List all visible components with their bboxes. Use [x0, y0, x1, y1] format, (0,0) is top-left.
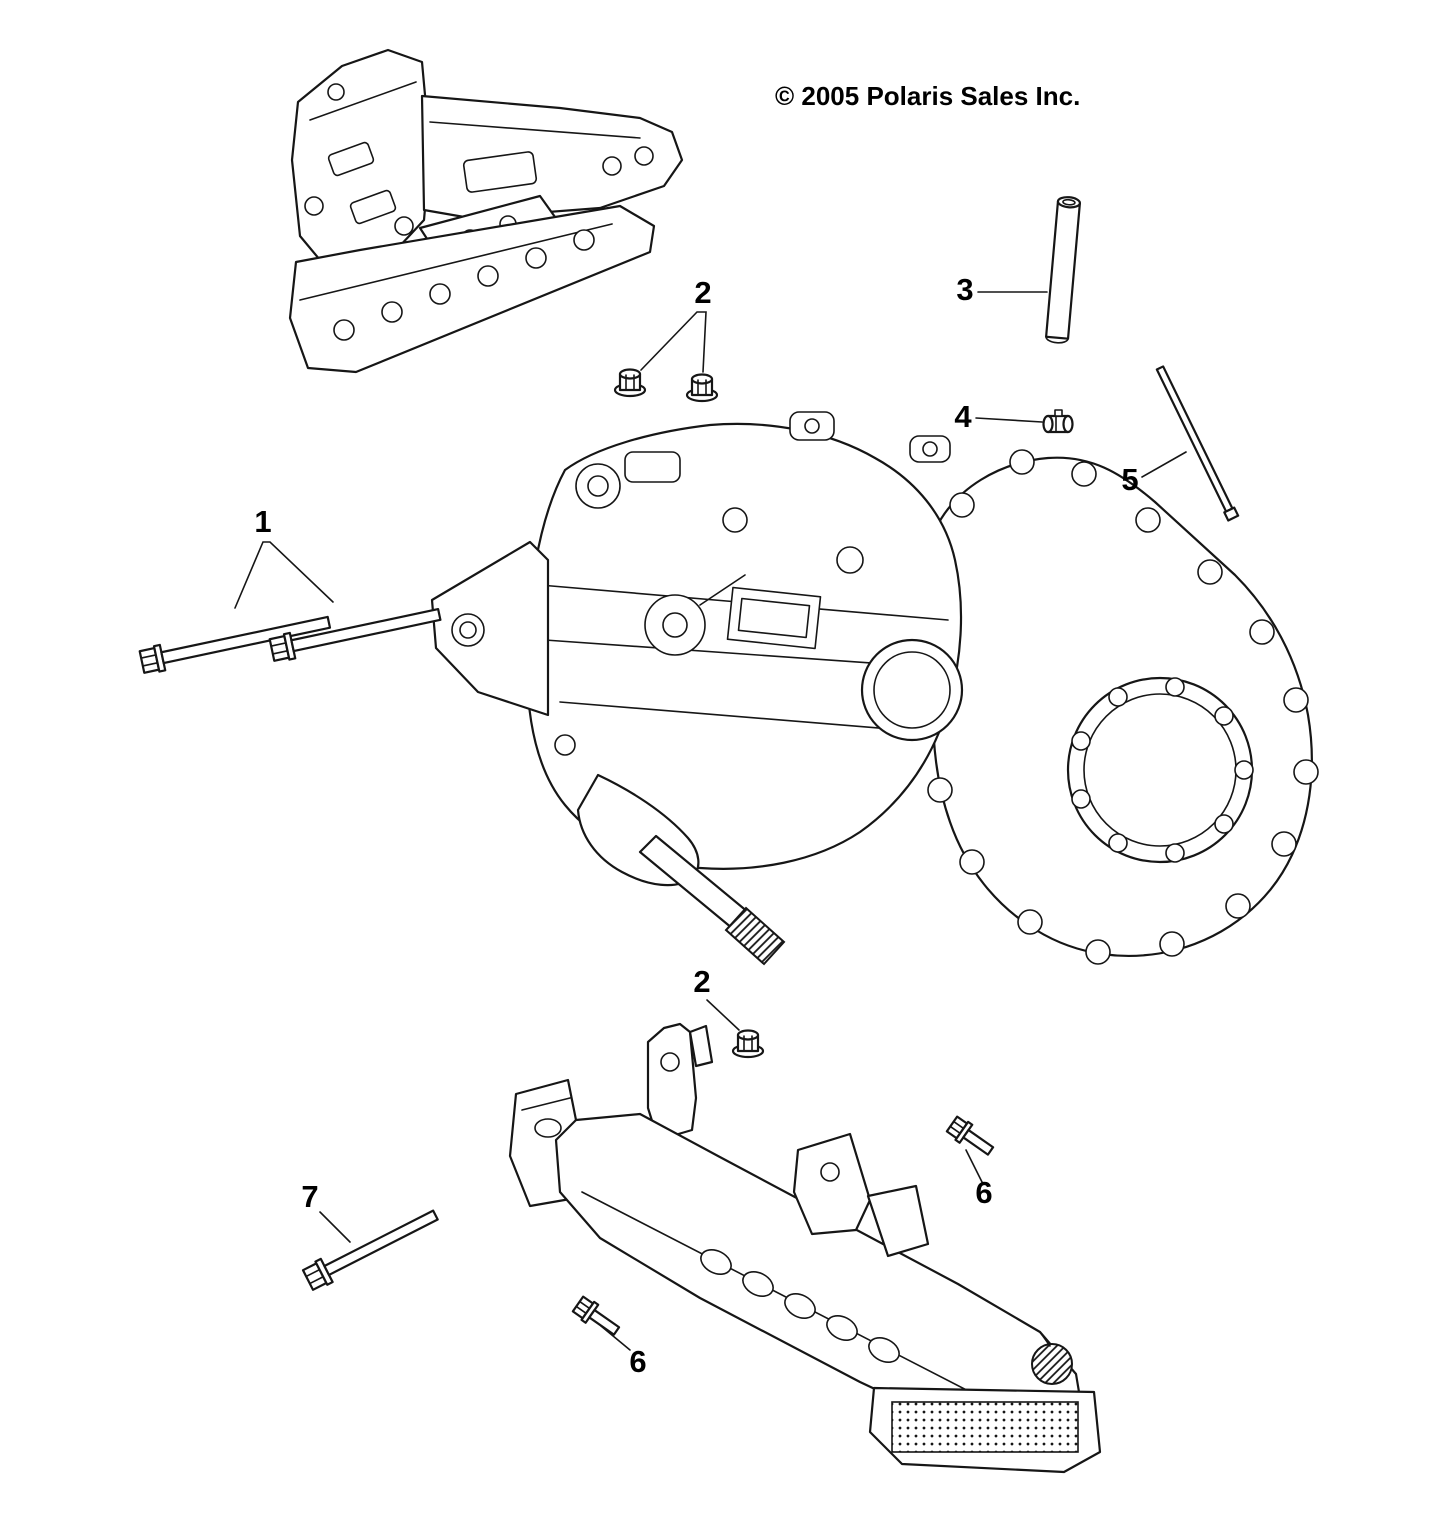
clamp-4	[1042, 409, 1074, 434]
callout-6-right: 6	[975, 1175, 992, 1210]
gearcase-cover	[927, 449, 1319, 965]
vent-tube-3	[1045, 196, 1081, 344]
flange-nut-2c	[731, 1029, 765, 1059]
callout-6-bottom: 6	[629, 1344, 646, 1379]
bolt-7	[301, 1209, 439, 1291]
callout-1: 1	[254, 504, 271, 539]
vent-rod-5	[1155, 365, 1240, 522]
callout-7: 7	[301, 1179, 318, 1214]
callout-leader-lines	[234, 291, 1187, 1351]
callout-2-lower: 2	[693, 964, 710, 999]
flange-nut-2b	[685, 373, 719, 403]
bolt-1a	[138, 615, 332, 674]
transmission-gearcase	[430, 411, 1319, 966]
screw-6a	[945, 1115, 995, 1156]
lower-mount-bracket	[508, 1022, 1102, 1474]
bolt-1b	[268, 607, 442, 662]
output-shaft	[576, 773, 786, 966]
upper-mount-bracket	[288, 48, 684, 374]
gearcase-body	[525, 411, 964, 870]
flange-nut-2a	[613, 368, 647, 398]
screw-6b	[571, 1295, 621, 1336]
callout-3: 3	[956, 272, 973, 307]
gearcase-mount-arm	[430, 540, 550, 717]
callout-2-upper: 2	[694, 275, 711, 310]
callout-5: 5	[1121, 462, 1138, 497]
callout-4: 4	[954, 399, 972, 434]
copyright-notice: © 2005 Polaris Sales Inc.	[775, 81, 1080, 111]
